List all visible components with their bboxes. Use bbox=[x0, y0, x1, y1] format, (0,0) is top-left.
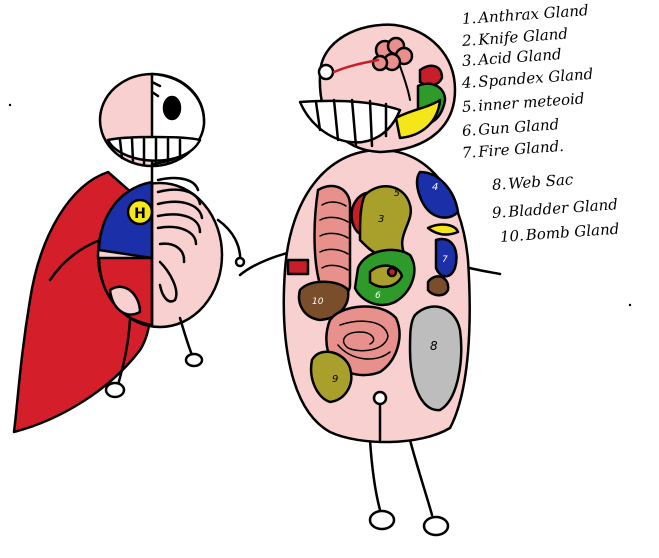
organ-intestine-folds bbox=[319, 201, 349, 271]
hero-chest-emblem-letter: H bbox=[134, 206, 146, 222]
organ-inner-meteoid bbox=[372, 390, 388, 406]
anatomy-optic-nerve bbox=[332, 58, 380, 74]
anatomy-left-foot bbox=[368, 509, 396, 531]
organ-label-web-sac: 8 bbox=[430, 339, 438, 353]
hero-left-arm bbox=[48, 238, 102, 282]
hero-left-leg bbox=[116, 318, 132, 387]
hero-head-stitch bbox=[150, 80, 162, 98]
hero-right-foot bbox=[184, 352, 204, 368]
anatomy-teeth bbox=[314, 98, 388, 148]
hero-eye-socket bbox=[162, 95, 182, 121]
hero-right-hand bbox=[234, 256, 246, 268]
organ-gun-device bbox=[286, 258, 310, 276]
hero-ribcage bbox=[156, 176, 204, 303]
organ-spandex-gland bbox=[415, 170, 460, 219]
anatomy-left-leg bbox=[368, 438, 382, 512]
organ-bladder-gland bbox=[309, 350, 353, 404]
stray-dot bbox=[8, 103, 12, 107]
anatomy-mouth bbox=[298, 99, 402, 144]
hero-teeth bbox=[118, 137, 182, 166]
anatomy-right-leg bbox=[408, 438, 434, 517]
organ-fire-gland bbox=[434, 237, 458, 278]
organ-acid-drop bbox=[426, 223, 460, 236]
anatomy-figure: 4 9 8 bbox=[238, 23, 502, 537]
organ-head-gland-red bbox=[418, 64, 444, 87]
organ-label-spandex: 4 bbox=[432, 182, 438, 193]
organ-coils bbox=[337, 320, 391, 360]
organ-head-gland-yellow bbox=[394, 98, 442, 140]
hero-right-leg bbox=[178, 316, 194, 357]
organ-label-bladder: 9 bbox=[332, 374, 338, 385]
hero-left-foot bbox=[104, 381, 126, 399]
anatomy-right-foot bbox=[422, 515, 450, 537]
organ-gun-gland-inner bbox=[368, 264, 404, 289]
hero-skin-patch bbox=[108, 285, 142, 316]
organ-anthrax-stalk bbox=[399, 65, 411, 101]
organ-acid-gland bbox=[358, 185, 413, 259]
organ-web-sac bbox=[408, 305, 463, 412]
organ-gun-nucleus bbox=[386, 266, 398, 278]
anatomy-eye bbox=[317, 63, 335, 81]
hero-figure: H bbox=[12, 72, 246, 434]
stray-dot bbox=[628, 303, 632, 307]
organ-anthrax-gland bbox=[371, 36, 414, 72]
organ-mushroom bbox=[426, 275, 450, 297]
